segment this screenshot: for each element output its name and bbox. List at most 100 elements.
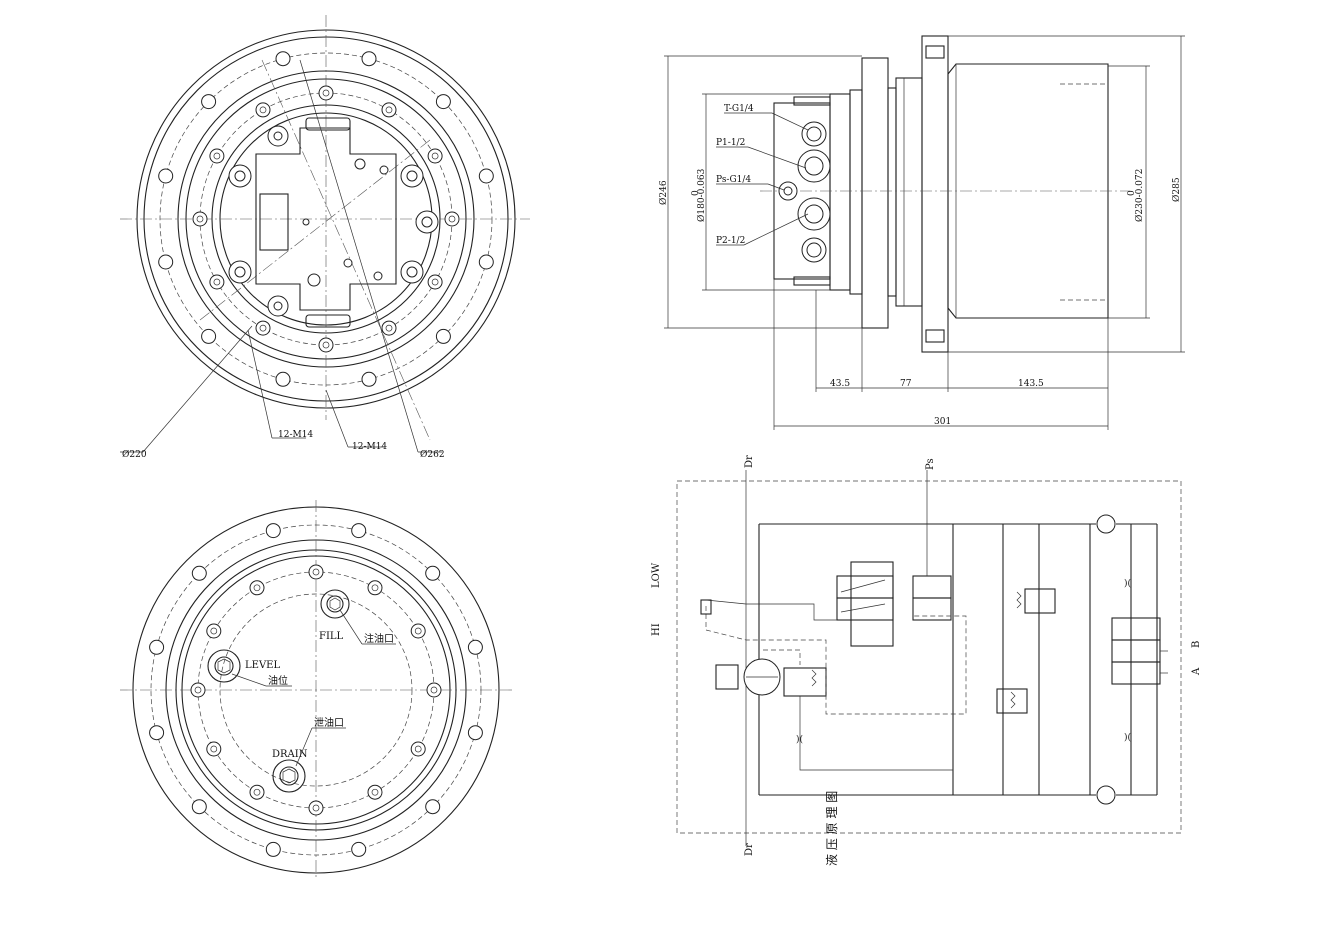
label-low: LOW bbox=[651, 562, 662, 588]
orifice-3: )( bbox=[796, 734, 803, 745]
label-len-77: 77 bbox=[900, 379, 912, 389]
label-fill: FILL bbox=[319, 631, 344, 642]
bolt-hole bbox=[444, 211, 460, 227]
bolt-hole-inner bbox=[385, 324, 393, 332]
bolt-hole bbox=[149, 639, 165, 655]
label-level: LEVEL bbox=[245, 660, 280, 671]
bolt-hole bbox=[190, 682, 206, 698]
bolt-hole-inner bbox=[210, 745, 218, 753]
level-plug bbox=[207, 649, 241, 683]
outer-bolt-holes bbox=[149, 523, 483, 857]
bolt-hole-inner bbox=[371, 788, 379, 796]
bolt-hole bbox=[201, 328, 217, 344]
label-dr-bottom: Dr bbox=[744, 843, 755, 856]
bolt-hole bbox=[478, 168, 494, 184]
label-d285: Ø285 bbox=[1171, 177, 1182, 202]
bolt-hole bbox=[318, 85, 334, 101]
label-port-p1: P1-1/2 bbox=[716, 138, 745, 148]
label-12-m14-a: 12-M14 bbox=[278, 430, 313, 440]
label-hi: HI bbox=[651, 623, 662, 636]
label-12-m14-b: 12-M14 bbox=[352, 442, 387, 452]
label-len-301: 301 bbox=[934, 417, 951, 427]
bolt-hole-inner bbox=[431, 278, 439, 286]
label-port-p2: P2-1/2 bbox=[716, 236, 745, 246]
label-d180: Ø180-0.063 bbox=[696, 168, 707, 222]
schematic-title: 液 压 原 理 图 bbox=[824, 791, 839, 866]
label-d262: Ø262 bbox=[420, 449, 445, 460]
label-d230: Ø230-0.072 bbox=[1134, 169, 1145, 222]
bolt-hole-inner bbox=[253, 584, 261, 592]
bolt-hole bbox=[158, 254, 174, 270]
fill-plug bbox=[320, 589, 350, 619]
bolt-hole bbox=[201, 94, 217, 110]
bolt-hole bbox=[209, 148, 225, 164]
inner-bolt-holes bbox=[190, 564, 442, 816]
bolt-hole-inner bbox=[196, 215, 204, 223]
bolt-hole-inner bbox=[322, 341, 330, 349]
label-drain-cn: 泄油口 bbox=[314, 716, 344, 729]
top-flange-view: Ø220 12-M14 12-M14 Ø262 bbox=[120, 15, 530, 460]
bolt-hole bbox=[425, 565, 441, 581]
label-fill-cn: 注油口 bbox=[364, 632, 394, 645]
label-len-43-5: 43.5 bbox=[830, 379, 850, 389]
bolt-hole bbox=[478, 254, 494, 270]
bolt-hole-inner bbox=[259, 106, 267, 114]
bolt-hole bbox=[206, 623, 222, 639]
label-dr-top: Dr bbox=[744, 455, 755, 468]
label-d180-tol: 0 bbox=[691, 190, 701, 196]
bolt-hole bbox=[318, 337, 334, 353]
label-drain: DRAIN bbox=[272, 749, 308, 760]
bolt-hole-inner bbox=[385, 106, 393, 114]
drain-plug bbox=[272, 759, 306, 793]
bolt-hole bbox=[361, 371, 377, 387]
label-level-cn: 油位 bbox=[268, 674, 288, 687]
bolt-hole bbox=[467, 639, 483, 655]
bolt-hole bbox=[191, 799, 207, 815]
bolt-hole bbox=[381, 320, 397, 336]
bolt-hole bbox=[361, 51, 377, 67]
bolt-hole bbox=[209, 274, 225, 290]
bolt-hole-inner bbox=[322, 89, 330, 97]
bolt-hole bbox=[158, 168, 174, 184]
bolt-hole bbox=[351, 841, 367, 857]
bolt-hole bbox=[308, 564, 324, 580]
bolt-hole bbox=[435, 94, 451, 110]
label-port-b: B bbox=[1191, 641, 1202, 648]
bolt-hole bbox=[435, 328, 451, 344]
bolt-hole-inner bbox=[414, 627, 422, 635]
bolt-hole-inner bbox=[431, 152, 439, 160]
bolt-hole bbox=[410, 741, 426, 757]
bolt-hole bbox=[425, 799, 441, 815]
outer-bolt-holes bbox=[158, 51, 494, 387]
label-len-143-5: 143.5 bbox=[1018, 379, 1044, 389]
bolt-hole bbox=[206, 741, 222, 757]
label-ps: Ps bbox=[925, 458, 936, 470]
bolt-hole bbox=[381, 102, 397, 118]
bolt-hole-inner bbox=[253, 788, 261, 796]
bolt-hole bbox=[351, 523, 367, 539]
bolt-hole-inner bbox=[213, 152, 221, 160]
bolt-hole bbox=[249, 784, 265, 800]
bottom-cover-view: LEVEL 油位 FILL 注油口 泄油口 DRAIN bbox=[120, 500, 512, 880]
hydraulic-schematic: )( )( )( Dr Ps LOW HI A B Dr 液 压 原 理 图 bbox=[651, 455, 1202, 866]
bolt-hole bbox=[410, 623, 426, 639]
bolt-hole-inner bbox=[371, 584, 379, 592]
bolt-hole-inner bbox=[259, 324, 267, 332]
bolt-hole-inner bbox=[448, 215, 456, 223]
label-port-ps: Ps-G1/4 bbox=[716, 175, 751, 185]
bolt-hole bbox=[255, 102, 271, 118]
label-d220: Ø220 bbox=[122, 449, 147, 460]
bolt-hole-inner bbox=[430, 686, 438, 694]
label-port-t: T-G1/4 bbox=[724, 104, 754, 114]
inner-bolt-holes bbox=[192, 85, 460, 353]
bolt-hole bbox=[255, 320, 271, 336]
bolt-hole bbox=[275, 371, 291, 387]
bolt-hole-inner bbox=[312, 804, 320, 812]
label-port-a: A bbox=[1191, 667, 1202, 676]
bolt-hole bbox=[265, 523, 281, 539]
orifice-1: )( bbox=[1124, 578, 1131, 589]
bolt-hole bbox=[427, 148, 443, 164]
orifice-2: )( bbox=[1124, 732, 1131, 743]
label-d230-tol: 0 bbox=[1127, 190, 1137, 196]
